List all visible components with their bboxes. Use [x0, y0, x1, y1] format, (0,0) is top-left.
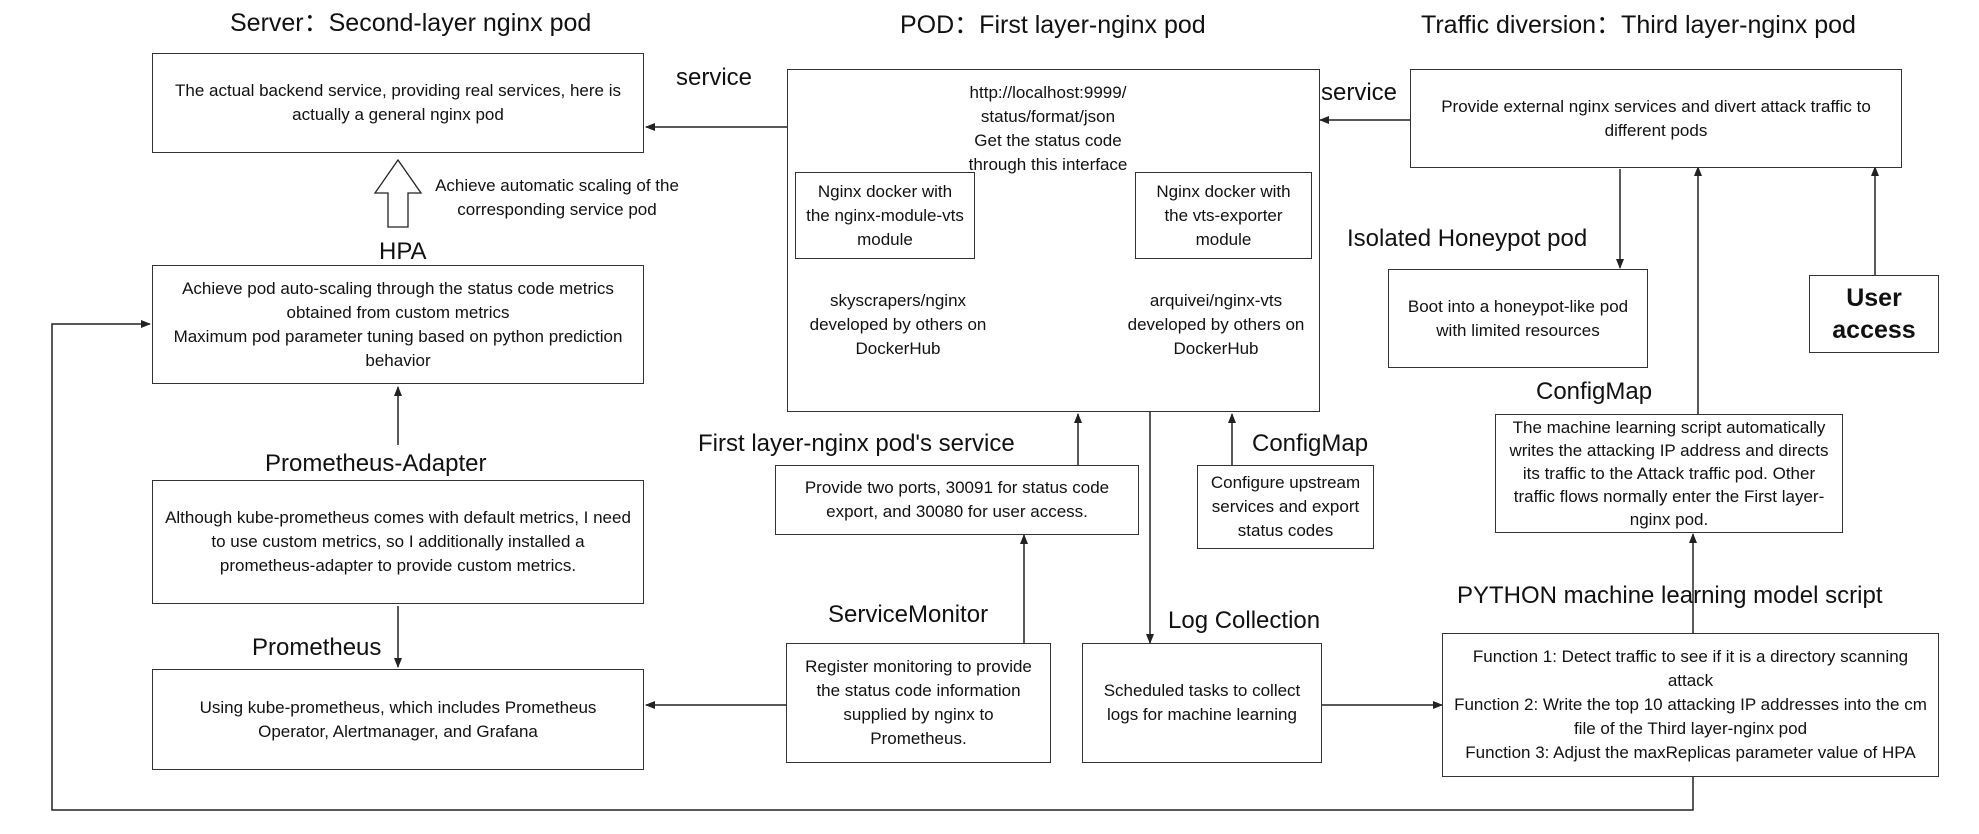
label-configmap-right: ConfigMap — [1536, 378, 1653, 405]
log-collection-text: Scheduled tasks to collect logs for mach… — [1103, 681, 1301, 724]
user-access-text: User access — [1832, 284, 1916, 344]
label-service-left: service — [676, 64, 753, 91]
label-hpa: HPA — [379, 238, 427, 265]
servicemonitor-box: Register monitoring to provide the statu… — [786, 643, 1051, 763]
hollow-up-arrow — [373, 158, 423, 228]
python-script-text: Function 1: Detect traffic to see if it … — [1454, 647, 1927, 762]
prometheus-adapter-box: Although kube-prometheus comes with defa… — [152, 480, 644, 604]
pod-status-text: http://localhost:9999/ status/format/jso… — [968, 83, 1128, 174]
configmap-right-box: The machine learning script automaticall… — [1495, 414, 1843, 533]
label-configmap-mid: ConfigMap — [1252, 430, 1369, 457]
prometheus-adapter-text: Although kube-prometheus comes with defa… — [165, 508, 631, 575]
nginx-vts-exporter-text: Nginx docker with the vts-exporter modul… — [1156, 181, 1291, 249]
honeypot-text: Boot into a honeypot-like pod with limit… — [1407, 296, 1629, 340]
nginx-module-vts-text: Nginx docker with the nginx-module-vts m… — [806, 181, 964, 249]
label-servicemonitor: ServiceMonitor — [828, 601, 989, 628]
traffic-diversion-box: Provide external nginx services and dive… — [1410, 69, 1902, 168]
honeypot-box: Boot into a honeypot-like pod with limit… — [1388, 269, 1648, 368]
skyscrapers-text: skyscrapers/nginx developed by others on… — [809, 291, 987, 358]
title-traffic: Traffic diversion：Third layer-nginx pod — [1421, 11, 1856, 39]
label-first-layer-service: First layer-nginx pod's service — [698, 430, 1015, 457]
backend-service-text: The actual backend service, providing re… — [175, 81, 621, 124]
arrow-python-to-hpa-loop — [51, 320, 1694, 811]
user-access-box: User access — [1809, 275, 1939, 353]
first-layer-service-text: Provide two ports, 30091 for status code… — [804, 478, 1110, 521]
configmap-right-text: The machine learning script automaticall… — [1509, 418, 1829, 529]
hpa-box: Achieve pod auto-scaling through the sta… — [152, 265, 644, 384]
traffic-diversion-text: Provide external nginx services and dive… — [1441, 96, 1871, 140]
label-prometheus: Prometheus — [252, 634, 382, 661]
label-scaling-note: Achieve automatic scaling of the corresp… — [435, 176, 679, 219]
nginx-module-vts-box: Nginx docker with the nginx-module-vts m… — [795, 172, 975, 259]
servicemonitor-text: Register monitoring to provide the statu… — [805, 657, 1032, 748]
label-prometheus-adapter: Prometheus-Adapter — [265, 450, 487, 477]
log-collection-box: Scheduled tasks to collect logs for mach… — [1082, 643, 1322, 763]
configmap-mid-text: Configure upstream services and export s… — [1210, 473, 1361, 540]
arquivei-text: arquivei/nginx-vts developed by others o… — [1127, 291, 1305, 358]
configmap-mid-box: Configure upstream services and export s… — [1197, 465, 1374, 549]
label-python-script: PYTHON machine learning model script — [1457, 582, 1883, 609]
first-layer-service-box: Provide two ports, 30091 for status code… — [775, 465, 1139, 535]
nginx-vts-exporter-box: Nginx docker with the vts-exporter modul… — [1135, 172, 1312, 259]
prometheus-box: Using kube-prometheus, which includes Pr… — [152, 669, 644, 770]
label-honeypot: Isolated Honeypot pod — [1347, 225, 1588, 252]
hpa-text: Achieve pod auto-scaling through the sta… — [173, 278, 623, 370]
prometheus-text: Using kube-prometheus, which includes Pr… — [199, 697, 597, 741]
label-service-right: service — [1321, 79, 1398, 106]
python-script-box: Function 1: Detect traffic to see if it … — [1442, 633, 1939, 777]
title-server: Server：Second-layer nginx pod — [230, 9, 592, 37]
backend-service-box: The actual backend service, providing re… — [152, 53, 644, 153]
title-pod: POD：First layer-nginx pod — [900, 11, 1206, 39]
label-log-collection: Log Collection — [1168, 607, 1321, 634]
